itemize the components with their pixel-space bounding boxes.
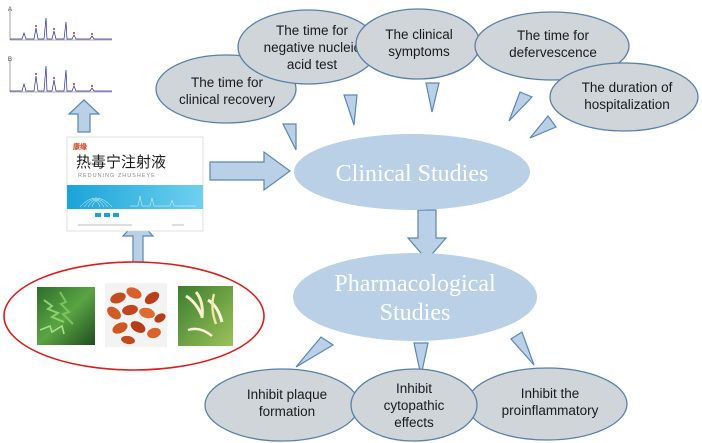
- clinical-studies-label: Clinical Studies: [336, 161, 489, 187]
- box-pattern: [79, 195, 196, 208]
- product-logo: 康缘: [73, 142, 87, 151]
- pointer-defervescence: [508, 91, 534, 122]
- clinical-outcomes: The time for clinical recovery The time …: [155, 8, 699, 132]
- chromatogram-a: A: [8, 7, 112, 41]
- outcome-symptoms-line1: The clinical: [385, 27, 453, 42]
- outcome-nucleic-line3: acid test: [287, 57, 338, 72]
- outcome-nucleic-line1: The time for: [276, 23, 349, 38]
- pointer-nucleic-acid: [343, 94, 358, 126]
- outcome-symptoms-line2: symptoms: [388, 44, 450, 59]
- arrow-box-to-clinical: [209, 150, 292, 192]
- pointer-recovery: [282, 123, 297, 151]
- pointer-symptoms: [425, 82, 440, 113]
- arrow-clinical-to-pharmacological: [406, 209, 448, 261]
- effect-proinflammatory-line1: Inhibit the: [521, 386, 580, 401]
- effect-proinflammatory-line2: proinflammatory: [502, 403, 599, 418]
- arrows: [67, 82, 557, 377]
- effect-plaque-formation: Inhibit plaque formation: [204, 368, 360, 442]
- herb-image-leaves: [37, 287, 95, 345]
- product-subtitle: REDUNING ZHUSHEYE: [78, 173, 156, 179]
- pharmacological-label-line1: Pharmacological: [334, 271, 496, 297]
- herb-image-honeysuckle: [178, 286, 233, 346]
- product-box: 康缘 热毒宁注射液 REDUNING ZHUSHEYE: [66, 136, 204, 232]
- herb-ring: [3, 261, 265, 371]
- outcome-hospitalization: The duration of hospitalization: [549, 62, 699, 132]
- chromatogram-panel: A B: [8, 7, 112, 93]
- effect-cytopathic-line3: effects: [394, 415, 434, 430]
- herb-image-gardenia: [105, 283, 167, 347]
- arrow-box-to-chromatogram: [67, 99, 101, 133]
- effect-plaque-line2: formation: [259, 404, 315, 419]
- outcome-defervescence: The time for defervescence: [474, 11, 630, 81]
- outcome-clinical-symptoms: The clinical symptoms: [355, 8, 481, 80]
- outcome-defervescence-line1: The time for: [517, 28, 590, 43]
- outcome-negative-nucleic-acid: The time for negative nucleic acid test: [237, 9, 379, 85]
- pointer-hospitalization: [529, 115, 557, 139]
- pointer-proinflammatory: [510, 331, 535, 366]
- effect-proinflammatory: Inhibit the proinflammatory: [466, 367, 628, 441]
- outcome-hospitalization-line2: hospitalization: [584, 97, 670, 112]
- pointer-plaque: [295, 336, 335, 368]
- node-pharmacological-studies: Pharmacological Studies: [293, 253, 537, 341]
- node-clinical-studies: Clinical Studies: [294, 134, 530, 210]
- outcome-hospitalization-line1: The duration of: [582, 80, 673, 95]
- effect-plaque-line1: Inhibit plaque: [247, 387, 327, 402]
- outcome-recovery-line2: clinical recovery: [179, 92, 275, 107]
- outcome-nucleic-line2: negative nucleic: [264, 40, 361, 55]
- pharmacological-label-line2: Studies: [380, 300, 451, 326]
- product-title: 热毒宁注射液: [76, 153, 166, 171]
- outcome-recovery-line1: The time for: [191, 75, 264, 90]
- chromatogram-b: B: [8, 57, 112, 93]
- pointer-cytopathic: [413, 342, 429, 377]
- effect-cytopathic-line2: cytopathic: [384, 398, 445, 413]
- effect-cytopathic: Inhibit cytopathic effects: [350, 368, 478, 442]
- effect-cytopathic-line1: Inhibit: [396, 381, 432, 396]
- outcome-defervescence-line2: defervescence: [509, 45, 597, 60]
- pharmacological-effects: Inhibit plaque formation Inhibit the pro…: [204, 367, 628, 442]
